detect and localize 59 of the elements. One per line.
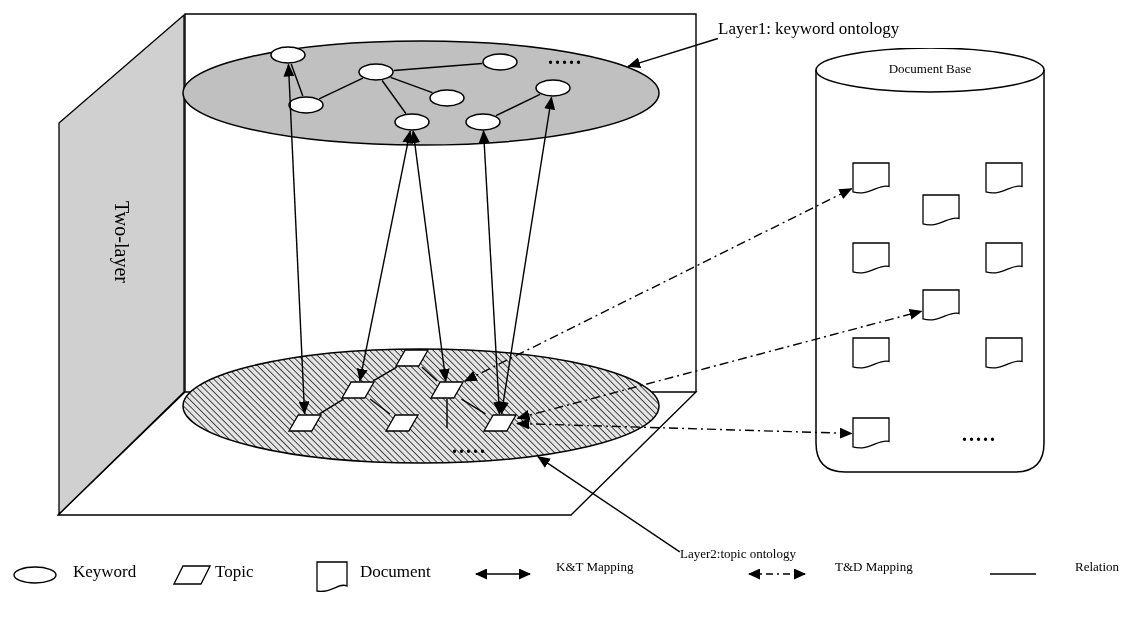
document-icon bbox=[922, 289, 960, 323]
legend-label: T&D Mapping bbox=[835, 560, 913, 573]
legend-label: Document bbox=[360, 563, 431, 580]
relation-line bbox=[372, 366, 398, 382]
relation-line bbox=[495, 93, 541, 117]
dash-dot-arrow bbox=[463, 188, 853, 382]
cylinder-title: Document Base bbox=[888, 62, 972, 75]
arrow bbox=[627, 37, 719, 69]
ellipsis-dots: ..... bbox=[548, 47, 583, 67]
side-wall-panel bbox=[58, 14, 185, 515]
relation-line bbox=[318, 77, 364, 100]
dash-dot-arrow bbox=[516, 418, 853, 439]
document-icon bbox=[985, 162, 1023, 196]
parallelogram-node bbox=[341, 381, 375, 399]
document-icon bbox=[922, 194, 960, 228]
ellipse-node bbox=[465, 113, 501, 131]
ellipse-node bbox=[358, 63, 394, 81]
relation-line bbox=[381, 79, 407, 115]
relation-line bbox=[369, 398, 391, 415]
relation-line bbox=[290, 63, 304, 97]
wall-label: Two-layer bbox=[111, 201, 132, 283]
ellipse-node bbox=[429, 89, 465, 107]
relation-line bbox=[460, 398, 487, 415]
document-icon bbox=[852, 242, 890, 276]
ellipse-node bbox=[535, 79, 571, 97]
parallelogram-node bbox=[288, 414, 322, 432]
document-icon bbox=[985, 337, 1023, 371]
arrow bbox=[497, 96, 556, 415]
document-icon bbox=[852, 162, 890, 196]
relation-line bbox=[393, 62, 483, 72]
legend-label: Keyword bbox=[73, 563, 137, 580]
relation-line bbox=[389, 76, 434, 94]
parallelogram-node bbox=[385, 414, 419, 432]
arrow bbox=[356, 130, 414, 382]
layer-ellipse bbox=[182, 348, 660, 464]
legend-label: Topic bbox=[215, 563, 254, 580]
document-base-cylinder bbox=[815, 48, 1045, 473]
legend-label: K&T Mapping bbox=[556, 560, 634, 573]
relation-line bbox=[318, 398, 345, 415]
legend-label: Relation bbox=[1075, 560, 1120, 573]
parallelogram-node bbox=[483, 414, 517, 432]
arrow bbox=[537, 455, 681, 553]
document-icon bbox=[852, 417, 890, 451]
parallelogram-node bbox=[430, 381, 464, 399]
ellipse-node bbox=[394, 113, 430, 131]
dash-dot-arrow bbox=[516, 308, 923, 421]
layer-label: Layer1: keyword ontology bbox=[718, 20, 918, 42]
relation-line bbox=[421, 366, 438, 382]
document-icon bbox=[985, 242, 1023, 276]
parallelogram-node bbox=[395, 349, 429, 367]
ellipse-node bbox=[288, 96, 324, 114]
relation-line bbox=[446, 398, 448, 429]
document-icon bbox=[852, 337, 890, 371]
arrow bbox=[409, 130, 450, 382]
ellipse-node bbox=[482, 53, 518, 71]
ellipse-node bbox=[270, 46, 306, 64]
arrow bbox=[283, 63, 310, 415]
layer-ellipse bbox=[182, 40, 660, 146]
ellipsis-dots: ..... bbox=[962, 424, 997, 444]
